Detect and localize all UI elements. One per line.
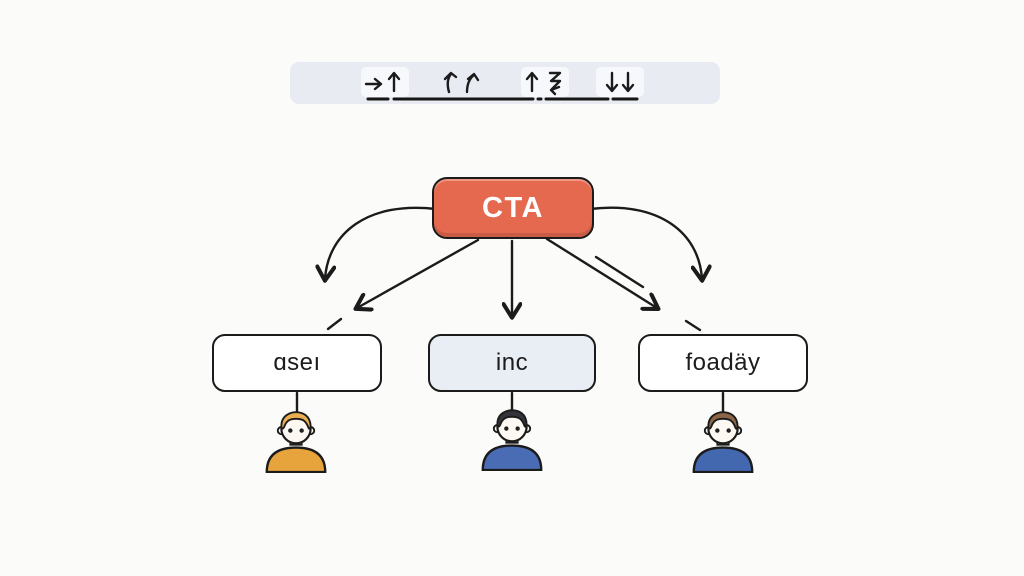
up-and-zigzag-arrow-glyph [525,71,562,96]
node-left-label: ɑseı [273,349,321,376]
node-center-label: inc [495,349,529,376]
node-right-label: foadäy [685,349,761,376]
person-figure-center [481,409,543,471]
up-and-zigzag-arrow-icon[interactable] [521,67,569,97]
cta-node: CTA [432,177,594,239]
node-right: foadäy [638,334,808,392]
hair [280,411,312,430]
double-line-accent [594,255,645,289]
person-figure-right [692,411,754,473]
hair [496,409,528,428]
dash-to-right-box [684,319,702,332]
two-down-arrows-glyph [605,71,635,93]
hair [707,411,739,430]
two-down-arrows-icon[interactable] [596,67,644,97]
arrow-cta-to-left-box [357,238,480,308]
dash-to-left-box [326,317,343,331]
two-bent-up-arrows-glyph [443,71,480,94]
arrow-cta-curve-right [588,206,702,279]
two-bent-up-arrows-icon[interactable] [436,67,484,97]
toolbar [290,62,720,104]
cta-label: CTA [482,191,544,224]
arrow-right-and-up-glyph [364,71,401,93]
arrow-cta-to-right-box [545,237,657,308]
arrow-cta-curve-left [325,206,438,279]
node-left: ɑseı [212,334,382,392]
arrow-right-and-up-icon[interactable] [361,67,409,97]
toolbar-underline [366,97,639,101]
node-center: inc [428,334,596,392]
person-figure-left [265,411,327,473]
